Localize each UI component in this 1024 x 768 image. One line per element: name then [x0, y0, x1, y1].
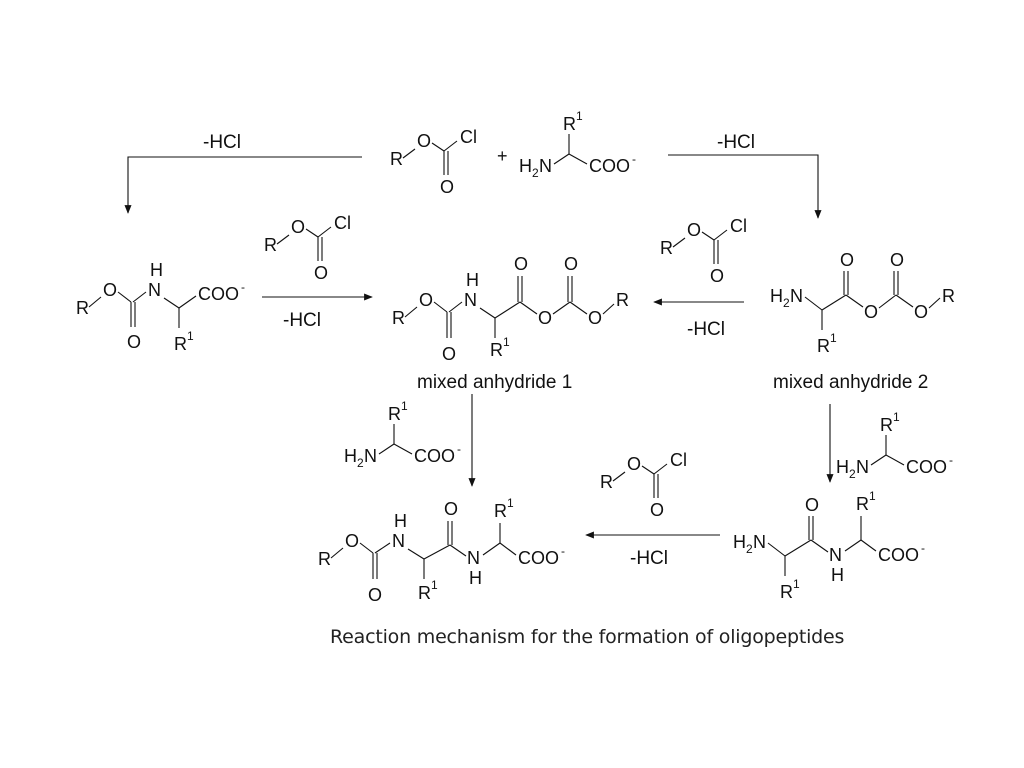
svg-text:H: H — [466, 270, 479, 290]
reagent-amino-acid-left — [343, 398, 462, 471]
svg-text:1: 1 — [869, 489, 876, 503]
svg-text:O: O — [864, 302, 878, 322]
svg-text:1: 1 — [187, 329, 194, 343]
svg-text:O: O — [127, 332, 141, 352]
svg-text:H: H — [469, 568, 482, 588]
reagent-hcl-c: -HCl — [630, 548, 668, 569]
svg-text:O: O — [442, 344, 456, 364]
svg-text:O: O — [805, 495, 819, 515]
svg-text:R: R — [392, 308, 405, 328]
reagent-hcl-b: -HCl — [687, 319, 725, 340]
svg-text:N: N — [753, 532, 766, 552]
svg-text:-: - — [561, 544, 565, 558]
svg-text:H: H — [150, 260, 163, 280]
svg-text:H: H — [770, 286, 783, 306]
svg-text:H: H — [831, 565, 844, 585]
svg-text:O: O — [564, 254, 578, 274]
svg-text:O: O — [890, 250, 904, 270]
svg-text:N: N — [467, 548, 480, 568]
svg-text:R: R — [616, 290, 629, 310]
mixed-anhydride-2: H 2 N R 1 O O O O R — [770, 250, 955, 356]
svg-text:N: N — [148, 280, 161, 300]
reagent-hcl-a: -HCl — [283, 310, 321, 331]
svg-text:1: 1 — [830, 331, 837, 345]
reagent-chloroformate-b — [659, 215, 748, 287]
svg-text:O: O — [588, 308, 602, 328]
svg-text:O: O — [444, 499, 458, 519]
reactant-amino-acid — [518, 108, 637, 181]
svg-text:R: R — [174, 334, 187, 354]
carbamate-intermediate: R O O N H R 1 COO - — [76, 260, 245, 354]
svg-text:R: R — [318, 549, 331, 569]
svg-text:1: 1 — [503, 335, 510, 349]
svg-text:H: H — [394, 511, 407, 531]
svg-text:N: N — [790, 286, 803, 306]
svg-text:COO: COO — [198, 284, 239, 304]
label-mixed-anhydride-2: mixed anhydride 2 — [773, 372, 928, 393]
svg-text:H: H — [733, 532, 746, 552]
figure-caption: Reaction mechanism for the formation of … — [330, 626, 845, 648]
svg-text:O: O — [914, 302, 928, 322]
mixed-anhydride-1: R O O N H R 1 O O O O R — [392, 254, 629, 364]
reagent-hcl-top-right: -HCl — [717, 132, 755, 153]
svg-text:1: 1 — [793, 577, 800, 591]
reagent-amino-acid-right — [835, 409, 954, 482]
svg-text:R: R — [490, 340, 503, 360]
svg-text:R: R — [76, 298, 89, 318]
protected-dipeptide: R O O N H R 1 O N H R 1 COO - — [318, 496, 565, 605]
svg-text:2: 2 — [783, 296, 790, 310]
reactant-chloroformate — [389, 126, 478, 198]
svg-text:2: 2 — [746, 542, 753, 556]
svg-text:-: - — [921, 541, 925, 555]
svg-text:O: O — [514, 254, 528, 274]
svg-text:COO: COO — [878, 545, 919, 565]
svg-text:-: - — [241, 280, 245, 294]
svg-text:R: R — [942, 286, 955, 306]
svg-text:COO: COO — [518, 548, 559, 568]
reagent-hcl-top-left: -HCl — [203, 132, 241, 153]
reagent-chloroformate-a — [263, 212, 352, 284]
arrow-top-left — [124, 156, 362, 214]
plus-sign: + — [497, 146, 508, 166]
svg-text:O: O — [840, 250, 854, 270]
svg-text:N: N — [829, 545, 842, 565]
dipeptide: H 2 N R 1 O N H R 1 COO - — [733, 489, 925, 602]
svg-text:R: R — [418, 583, 431, 603]
svg-text:O: O — [419, 290, 433, 310]
svg-text:O: O — [345, 531, 359, 551]
reagent-chloroformate-c — [599, 449, 688, 521]
svg-text:1: 1 — [507, 496, 514, 510]
svg-text:O: O — [103, 280, 117, 300]
svg-text:N: N — [392, 531, 405, 551]
svg-text:O: O — [538, 308, 552, 328]
svg-text:O: O — [368, 585, 382, 605]
svg-text:R: R — [817, 336, 830, 356]
svg-text:R: R — [780, 582, 793, 602]
svg-text:N: N — [464, 290, 477, 310]
arrow-top-right — [668, 154, 822, 219]
svg-text:R: R — [494, 501, 507, 521]
label-mixed-anhydride-1: mixed anhydride 1 — [417, 372, 572, 393]
svg-text:1: 1 — [431, 578, 438, 592]
svg-text:R: R — [856, 494, 869, 514]
